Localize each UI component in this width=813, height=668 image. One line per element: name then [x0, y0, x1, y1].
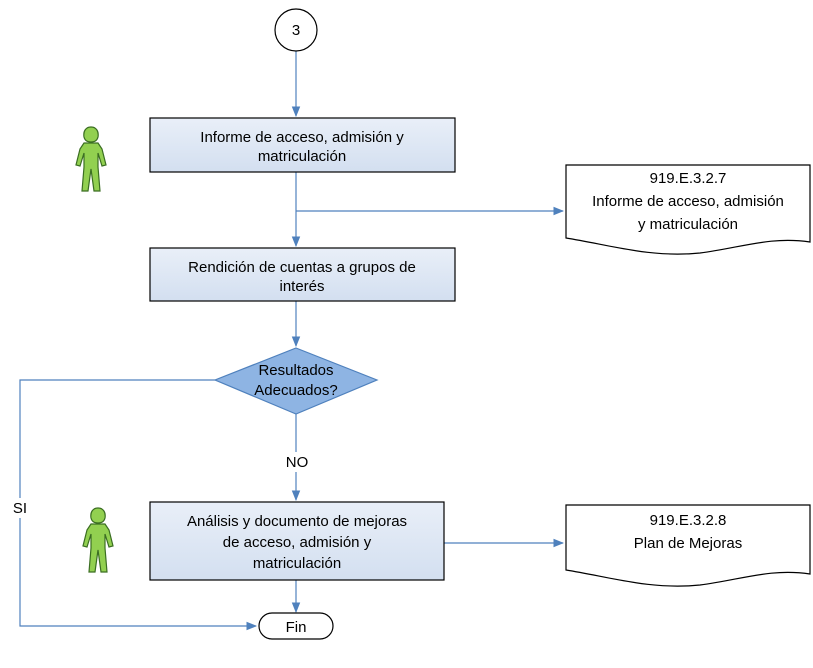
document1-line3: y matriculación — [638, 216, 738, 233]
process-rendicion-line1: Rendición de cuentas a grupos de — [188, 259, 416, 276]
process-informe: Informe de acceso, admisión y matriculac… — [149, 117, 456, 173]
terminator-fin: Fin — [258, 612, 334, 640]
decision-line1: Resultados — [258, 362, 333, 379]
edge-label-si: SI — [13, 500, 27, 517]
connector-3: 3 — [274, 8, 318, 52]
terminator-label: Fin — [286, 619, 307, 636]
person-icon — [75, 126, 107, 192]
document2-title: Plan de Mejoras — [634, 535, 742, 552]
process-analisis-line2: de acceso, admisión y — [223, 534, 372, 551]
process-analisis-line3: matriculación — [253, 555, 341, 572]
process-analisis: Análisis y documento de mejoras de acces… — [149, 501, 445, 581]
process-informe-line2: matriculación — [258, 148, 346, 165]
person-icon — [82, 507, 114, 573]
process-informe-line1: Informe de acceso, admisión y — [200, 129, 404, 146]
edge-label-no: NO — [286, 454, 309, 471]
document-919-e-3-2-8: 919.E.3.2.8 Plan de Mejoras — [565, 504, 811, 587]
decision-resultados: Resultados Adecuados? — [213, 347, 379, 415]
connector-label: 3 — [292, 22, 300, 39]
process-rendicion: Rendición de cuentas a grupos de interés — [149, 247, 456, 302]
process-rendicion-line2: interés — [279, 278, 324, 295]
document1-line2: Informe de acceso, admisión — [592, 193, 784, 210]
document-919-e-3-2-7: 919.E.3.2.7 Informe de acceso, admisión … — [565, 164, 811, 255]
document2-code: 919.E.3.2.8 — [650, 512, 727, 529]
document1-code: 919.E.3.2.7 — [650, 170, 727, 187]
process-analisis-line1: Análisis y documento de mejoras — [187, 513, 407, 530]
decision-line2: Adecuados? — [254, 382, 337, 399]
